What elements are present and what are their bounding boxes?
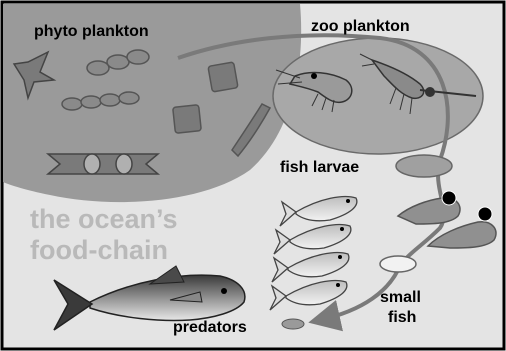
small-fish-label-line2: fish <box>388 309 416 326</box>
predators-label: predators <box>173 319 247 336</box>
zoo-plankton-label: zoo plankton <box>311 18 410 35</box>
small-fish-label-line1: small <box>380 289 421 306</box>
small-fish-blob <box>380 256 416 272</box>
fish-larvae-label: fish larvae <box>280 159 359 176</box>
phyto-plankton-label: phyto plankton <box>34 23 149 40</box>
square-cell-icon <box>208 62 238 92</box>
predators-blob <box>282 319 304 329</box>
diagram-title-line1: the ocean’s <box>30 204 178 234</box>
barrel-diatom-icon <box>48 154 158 174</box>
fish-larvae-blob <box>396 155 452 177</box>
zoo-plankton-blob <box>273 38 483 154</box>
diagram-title-line2: food-chain <box>30 235 168 265</box>
square-cell-icon <box>173 105 202 134</box>
